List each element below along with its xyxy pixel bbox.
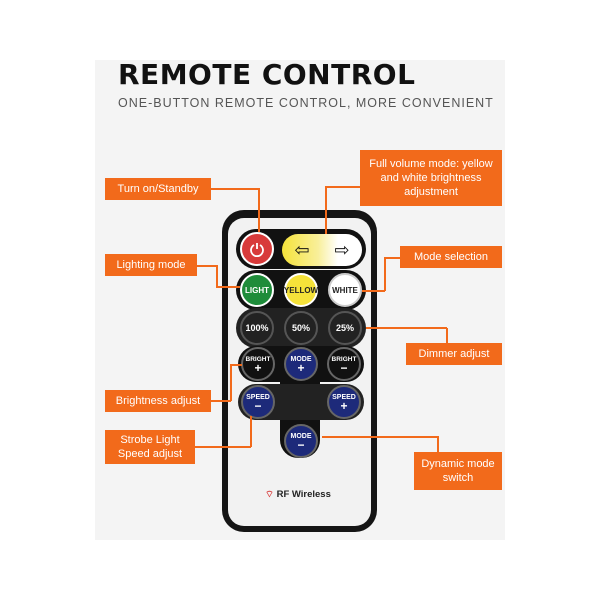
dimmer-25-label: 25%: [335, 323, 354, 333]
callout-dynamic-mode-text: Dynamic mode switch: [421, 458, 495, 484]
leader-line: [362, 290, 385, 292]
power-icon: [250, 243, 264, 257]
bright-plus-button[interactable]: BRIGHT +: [241, 347, 275, 381]
callout-strobe-speed: Strobe Light Speed adjust: [105, 430, 195, 464]
full-volume-slider-button[interactable]: ⇦ ⇨: [282, 234, 362, 266]
callout-lighting-mode: Lighting mode: [105, 254, 197, 276]
leader-line: [250, 416, 252, 447]
leader-line: [437, 436, 439, 452]
speed-minus-label: SPEED: [246, 393, 270, 401]
dimmer-25-button[interactable]: 25%: [328, 311, 362, 345]
minus-icon: −: [340, 360, 348, 375]
minus-icon: −: [254, 398, 262, 413]
yellow-button-label: YELLOW: [283, 285, 319, 295]
arrow-right-icon: ⇨: [334, 239, 350, 260]
leader-line: [366, 327, 447, 329]
mode-plus-label: MODE: [290, 355, 312, 363]
light-button[interactable]: LIGHT: [240, 273, 274, 307]
callout-dimmer-adjust: Dimmer adjust: [406, 343, 502, 365]
plus-icon: +: [340, 398, 348, 413]
dimmer-100-label: 100%: [245, 323, 269, 333]
page-title: REMOTE CONTROL: [118, 58, 416, 91]
callout-dynamic-mode: Dynamic mode switch: [414, 452, 502, 490]
bright-plus-label: BRIGHT: [245, 355, 271, 363]
bright-minus-label: BRIGHT: [331, 355, 357, 363]
leader-line: [230, 364, 242, 366]
mode-minus-label: MODE: [290, 432, 312, 440]
mode-minus-button[interactable]: MODE −: [284, 424, 318, 458]
leader-line: [325, 186, 327, 234]
rf-wireless-brand: ⌔ RF Wireless: [265, 489, 331, 500]
dimmer-50-button[interactable]: 50%: [284, 311, 318, 345]
leader-line: [216, 286, 240, 288]
callout-mode-selection-text: Mode selection: [414, 251, 488, 263]
white-button[interactable]: WHITE: [328, 273, 362, 307]
light-button-label: LIGHT: [245, 285, 269, 295]
white-button-label: WHITE: [332, 285, 358, 295]
leader-line: [322, 436, 438, 438]
speed-plus-label: SPEED: [332, 393, 356, 401]
leader-line: [258, 188, 260, 232]
leader-line: [197, 265, 217, 267]
minus-icon: −: [297, 437, 305, 452]
leader-line: [216, 265, 218, 287]
leader-line: [446, 328, 448, 344]
callout-lighting-mode-text: Lighting mode: [116, 259, 186, 271]
power-button[interactable]: [240, 232, 274, 266]
leader-line: [384, 257, 386, 291]
mode-plus-button[interactable]: MODE +: [284, 347, 318, 381]
leader-line: [211, 400, 231, 402]
callout-dimmer-adjust-text: Dimmer adjust: [418, 348, 490, 360]
leader-line: [195, 446, 251, 448]
leader-line: [384, 257, 400, 259]
callout-brightness-adjust-text: Brightness adjust: [115, 395, 201, 407]
brand-label: RF Wireless: [276, 489, 331, 500]
callout-full-volume: Full volume mode: yellow and white brigh…: [360, 150, 502, 206]
callout-strobe-speed-text: Strobe Light Speed adjust: [117, 434, 183, 460]
arrow-left-icon: ⇦: [294, 239, 310, 260]
speed-plus-button[interactable]: SPEED +: [327, 385, 361, 419]
callout-mode-selection: Mode selection: [400, 246, 502, 268]
leader-line: [211, 188, 259, 190]
leader-line: [325, 186, 360, 188]
plus-icon: +: [254, 360, 262, 375]
dimmer-100-button[interactable]: 100%: [240, 311, 274, 345]
callout-full-volume-text: Full volume mode: yellow and white brigh…: [369, 158, 493, 198]
callout-turn-on-text: Turn on/Standby: [117, 183, 199, 195]
wireless-icon: ⌔: [265, 489, 274, 500]
callout-brightness-adjust: Brightness adjust: [105, 390, 211, 412]
page-subtitle: ONE-BUTTON REMOTE CONTROL, MORE CONVENIE…: [118, 96, 494, 110]
bright-minus-button[interactable]: BRIGHT −: [327, 347, 361, 381]
dimmer-50-label: 50%: [291, 323, 310, 333]
speed-minus-button[interactable]: SPEED −: [241, 385, 275, 419]
leader-line: [230, 364, 232, 401]
callout-turn-on: Turn on/Standby: [105, 178, 211, 200]
yellow-button[interactable]: YELLOW: [284, 273, 318, 307]
plus-icon: +: [297, 360, 305, 375]
